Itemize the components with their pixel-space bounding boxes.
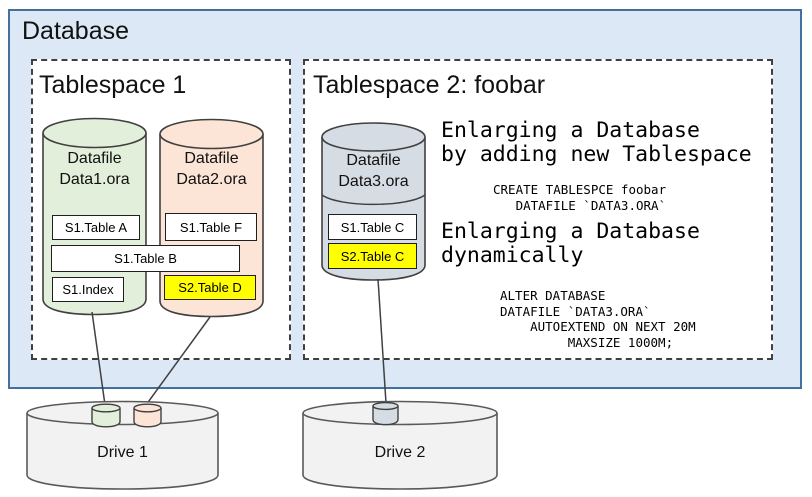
note-code-alter-database: ALTER DATABASE DATAFILE `DATA3.ORA` AUTO… bbox=[500, 288, 696, 350]
drive1-cylinder-icon bbox=[26, 400, 219, 490]
table-box-s1-table-a: S1.Table A bbox=[52, 215, 140, 240]
drive1-label: Drive 1 bbox=[97, 444, 148, 461]
tablespace1-title: Tablespace 1 bbox=[39, 71, 187, 99]
table-box-s2-table-d: S2.Table D bbox=[164, 275, 256, 300]
datafile3-mid-arc bbox=[321, 194, 426, 205]
table-box-s1-table-b: S1.Table B bbox=[51, 245, 240, 272]
note-heading-add-tablespace: Enlarging a Database by adding new Table… bbox=[441, 118, 752, 167]
datafile3-label: Datafile Data3.ora bbox=[322, 150, 425, 192]
drive2-cylinder-icon bbox=[302, 400, 498, 490]
drive2-label: Drive 2 bbox=[374, 444, 426, 461]
note-code-create-tablespace: CREATE TABLESPCE foobar DATAFILE `DATA3.… bbox=[493, 182, 667, 213]
database-title: Database bbox=[22, 17, 130, 45]
table-box-s1-index: S1.Index bbox=[52, 277, 124, 302]
connector-datafile1-drive1 bbox=[91, 311, 106, 406]
datafile3-label-line1: Datafile bbox=[346, 152, 401, 169]
note-heading-dynamically: Enlarging a Database dynamically bbox=[441, 219, 700, 268]
drive1-datafile2-stub-icon bbox=[133, 403, 162, 428]
table-box-s2-table-c: S2.Table C bbox=[328, 243, 417, 269]
datafile2-label: Datafile Data2.ora bbox=[160, 148, 263, 190]
connector-datafile3-drive2 bbox=[377, 278, 387, 404]
connector-datafile2-drive1 bbox=[145, 316, 211, 406]
datafile2-label-line2: Data2.ora bbox=[176, 171, 247, 188]
datafile1-label-line2: Data1.ora bbox=[59, 171, 130, 188]
table-box-s1-table-f: S1.Table F bbox=[165, 213, 257, 241]
drive1-datafile1-stub-icon bbox=[91, 403, 121, 428]
table-box-s1-table-c: S1.Table C bbox=[328, 214, 417, 240]
datafile3-label-line2: Data3.ora bbox=[338, 173, 409, 190]
datafile1-label: Datafile Data1.ora bbox=[43, 148, 146, 190]
tablespace2-title: Tablespace 2: foobar bbox=[313, 71, 546, 99]
datafile2-label-line1: Datafile bbox=[184, 150, 239, 167]
datafile1-label-line1: Datafile bbox=[67, 150, 122, 167]
drive2-datafile3-stub-icon bbox=[372, 401, 399, 426]
